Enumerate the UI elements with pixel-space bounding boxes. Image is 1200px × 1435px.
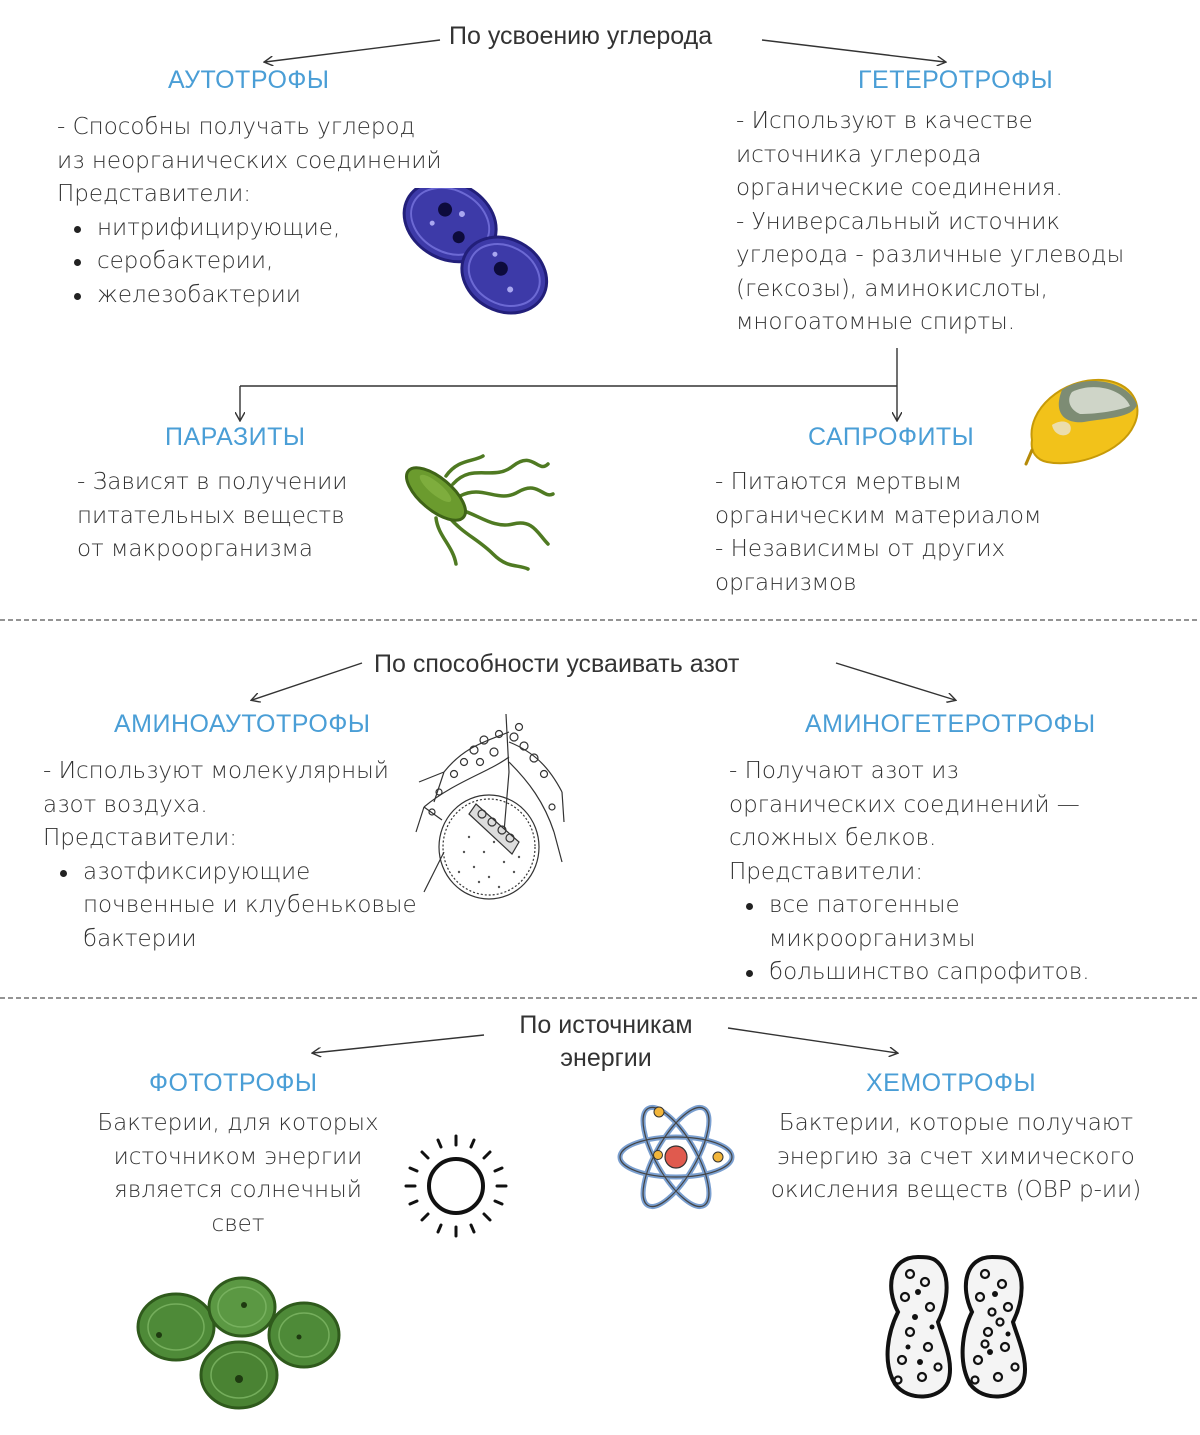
- parasites-text: - Зависят в получении питательных вещест…: [77, 466, 347, 567]
- list-item: серобактерии,: [57, 245, 442, 279]
- aminoautotrophs-reps-label: Представители:: [43, 825, 237, 851]
- parasites-desc-line: от макроорганизма: [77, 536, 313, 562]
- phototrophs-desc-line: является солнечный: [114, 1177, 362, 1203]
- list-item-line: азотфиксирующие: [83, 858, 311, 885]
- category-carbon: По усвоению углерода: [449, 22, 713, 50]
- list-item-line: бактерии: [83, 925, 197, 952]
- heading-chemotrophs: ХЕМОТРОФЫ: [866, 1069, 1037, 1097]
- flagellated-bacterium-image: [405, 454, 555, 571]
- aminoheterotrophs-desc-line: - Получают азот из: [729, 758, 959, 784]
- arrow-to-phototrophs: [313, 1034, 485, 1053]
- chemotrophs-desc-line: Бактерии, которые получают: [778, 1110, 1134, 1136]
- list-item: большинство сапрофитов.: [729, 956, 1090, 990]
- saprophytes-desc-line: организмов: [715, 569, 857, 596]
- atom-icon: [617, 1104, 735, 1210]
- aminoheterotrophs-reps-label: Представители:: [729, 858, 923, 885]
- aminoheterotrophs-text: - Получают азот из органических соединен…: [729, 755, 1090, 990]
- phototrophs-desc-line: источником энергии: [113, 1143, 363, 1170]
- heading-heterotrophs: ГЕТЕРОТРОФЫ: [858, 66, 1054, 94]
- heading-phototrophs: ФОТОТРОФЫ: [149, 1069, 318, 1097]
- heterotrophs-desc-line: углерода - различные углеводы: [736, 242, 1125, 268]
- autotrophs-text: - Способны получать углерод из неорганич…: [57, 111, 442, 312]
- heading-parasites: ПАРАЗИТЫ: [165, 423, 306, 451]
- phototrophs-text: Бактерии, для которых источником энергии…: [60, 1107, 416, 1241]
- aminoautotrophs-desc-line: - Используют молекулярный: [43, 758, 389, 784]
- list-item: нитрифицирующие,: [57, 212, 442, 246]
- heading-autotrophs: АУТОТРОФЫ: [168, 66, 330, 94]
- list-item-line: почвенные и клубеньковые: [83, 892, 417, 918]
- heading-aminoheterotrophs: АМИНОГЕТЕРОТРОФЫ: [805, 710, 1096, 738]
- list-item: все патогенные микроорганизмы: [729, 889, 1090, 956]
- autotrophs-desc-line: - Способны получать углерод: [57, 114, 416, 140]
- autotrophs-reps-label: Представители:: [57, 181, 251, 207]
- aminoheterotrophs-desc-line: органических соединений —: [729, 791, 1080, 818]
- saprophytes-desc-line: - Питаются мертвым: [715, 469, 962, 495]
- moldy-lemon-image: [1024, 378, 1139, 466]
- arrow-to-chemotrophs: [727, 1027, 897, 1053]
- dotted-cells-image: [885, 1254, 1028, 1399]
- heterotrophs-desc-line: источника углерода: [736, 141, 982, 168]
- saprophytes-desc-line: органическим материалом: [715, 502, 1042, 529]
- phototrophs-desc-line: Бактерии, для которых: [97, 1110, 379, 1136]
- category-energy-line: По источникам: [519, 1011, 693, 1039]
- parasites-desc-line: - Зависят в получении: [77, 469, 348, 495]
- heterotrophs-text: - Используют в качестве источника углеро…: [736, 105, 1124, 340]
- aminoheterotrophs-reps-list: все патогенные микроорганизмы большинств…: [729, 889, 1090, 990]
- heterotrophs-desc-line: многоатомные спирты.: [736, 309, 1016, 335]
- heterotrophs-desc-line: органические соединения.: [736, 175, 1063, 201]
- saprophytes-desc-line: - Независимы от других: [715, 536, 1006, 562]
- arrow-to-autotrophs: [265, 39, 441, 62]
- parasites-desc-line: питательных веществ: [77, 502, 345, 529]
- category-energy-line: энергии: [560, 1044, 652, 1072]
- aminoautotrophs-text: - Используют молекулярный азот воздуха. …: [43, 755, 417, 956]
- aminoheterotrophs-desc-line: сложных белков.: [729, 825, 937, 851]
- aminoautotrophs-desc-line: азот воздуха.: [43, 791, 208, 818]
- list-item-line: большинство сапрофитов.: [769, 959, 1090, 985]
- saprophytes-text: - Питаются мертвым органическим материал…: [715, 466, 1041, 600]
- sun-icon: [404, 1134, 508, 1238]
- heterotrophs-desc-line: - Универсальный источник: [736, 208, 1061, 235]
- aminoautotrophs-reps-list: азотфиксирующие почвенные и клубеньковые…: [43, 856, 417, 957]
- heading-aminoautotrophs: АМИНОАУТОТРОФЫ: [114, 710, 371, 738]
- autotrophs-desc-line: из неорганических соединений: [57, 147, 442, 174]
- arrow-to-heterotrophs: [761, 39, 945, 62]
- heterotrophs-desc-line: (гексозы), аминокислоты,: [736, 275, 1048, 302]
- root-nodule-image: [415, 713, 565, 900]
- list-item-line: микроорганизмы: [769, 925, 976, 952]
- list-item: азотфиксирующие почвенные и клубеньковые…: [43, 856, 417, 957]
- arrow-to-aminoheterotrophs: [835, 662, 955, 700]
- dividing-bacterium-image: [402, 188, 549, 315]
- heading-saprophytes: САПРОФИТЫ: [808, 423, 975, 451]
- phototrophs-desc-line: свет: [211, 1210, 265, 1237]
- arrow-to-aminoautotrophs: [252, 662, 363, 700]
- chemotrophs-desc-line: энергию за счет химического: [777, 1143, 1135, 1170]
- category-energy: По источникам энергии: [484, 1009, 728, 1075]
- list-item: железобактерии: [57, 279, 442, 313]
- category-nitrogen: По способности усваивать азот: [374, 650, 740, 678]
- heterotrophs-desc-line: - Используют в качестве: [736, 108, 1033, 134]
- chemotrophs-desc-line: окисления веществ (ОВР р-ии): [770, 1177, 1142, 1203]
- list-item-line: все патогенные: [769, 892, 960, 918]
- chemotrophs-text: Бактерии, которые получают энергию за сч…: [742, 1107, 1170, 1208]
- autotrophs-reps-list: нитрифицирующие, серобактерии, железобак…: [57, 212, 442, 313]
- green-cells-image: [136, 1276, 341, 1410]
